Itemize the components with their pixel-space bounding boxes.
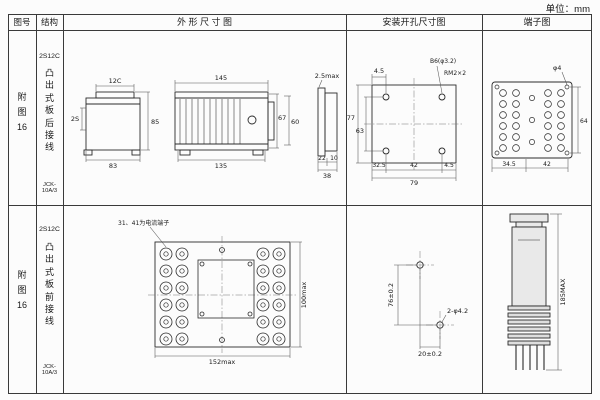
dim-r2-height: 100max — [300, 282, 308, 309]
header-terminal: 端子图 — [523, 17, 551, 27]
dim-profile-total: 38 — [323, 172, 331, 180]
dim-mount-h-outer: 77 — [347, 114, 355, 122]
dim-terminal-w2: 42 — [543, 161, 551, 168]
r1-model: 2S12C — [39, 53, 60, 60]
unit-note: 单位：mm — [545, 4, 590, 15]
r2-terminal-screws — [159, 247, 286, 346]
dim-mount-w3: 4.5 — [444, 162, 454, 169]
r2-terminal-side-view: 185MAX — [507, 213, 567, 371]
dim-terminal-height: 64 — [580, 118, 588, 125]
dim-r2-terminal-height: 185MAX — [559, 278, 567, 305]
header-outline: 外 形 尺 寸 图 — [176, 17, 232, 27]
dim-mount-w2: 42 — [410, 162, 418, 169]
note-current-terminals: 31、41为电流端子 — [118, 219, 169, 227]
r2-outline-view: 31、41为电流端子 152max 100max — [118, 219, 308, 366]
r1-terminal-diagram: φ4 64 34.5 42 — [491, 64, 588, 172]
label-r2-hole-spec: 2-φ4.2 — [447, 307, 468, 315]
r1-type-code: JCK-10A/3 — [41, 182, 58, 194]
dim-side-top-code: 12C — [109, 77, 122, 85]
r1-mounting-plan: 4.5 B6(φ3.2) RM2×2 77 63 32.5 42 4.5 79 — [347, 58, 466, 187]
label-hole-spec: B6(φ3.2) — [430, 58, 456, 65]
header-fig-no: 图号 — [13, 17, 31, 27]
dim-side-height: 85 — [151, 118, 159, 126]
r2-model: 2S12C — [39, 226, 60, 233]
dim-mount-h-inner: 63 — [356, 127, 364, 135]
r2-fig-label: 附 图 16 — [16, 270, 27, 310]
dim-r2-mount-v: 76±0.2 — [387, 283, 395, 307]
r2-structure-label: 凸 出 式 板 前 接 线 — [44, 242, 54, 327]
dim-r2-width: 152max — [209, 358, 236, 366]
dim-front-h-outer: 67 — [278, 114, 286, 122]
r1-outline-profile-view: 2.5max 22 10 38 — [315, 72, 340, 180]
table-grid — [8, 14, 592, 394]
r2-type-code: JCK-10A/3 — [41, 364, 58, 376]
dim-side-width: 83 — [109, 162, 117, 170]
r1-structure-label: 凸 出 式 板 后 接 线 — [44, 68, 54, 153]
dim-front-width: 145 — [215, 74, 227, 82]
dim-front-inner-width: 135 — [215, 162, 227, 170]
r1-outline-side-view: 12C 2S 83 85 — [71, 77, 159, 170]
label-thread-spec: RM2×2 — [444, 70, 466, 77]
dim-terminal-w1: 34.5 — [502, 161, 516, 168]
r2-mounting-plan: 76±0.2 2-φ4.2 20±0.2 — [387, 251, 468, 358]
terminal-screw-grid — [499, 89, 565, 152]
dim-profile-d2: 10 — [330, 155, 338, 162]
dim-panel-thickness: 2.5max — [315, 72, 340, 80]
dim-terminal-hole: φ4 — [553, 64, 561, 72]
r1-outline-front-view: 145 67 60 135 — [174, 74, 299, 170]
dim-profile-d1: 22 — [318, 155, 326, 162]
dim-mount-offset-top: 4.5 — [374, 67, 384, 75]
header-mounting: 安装开孔尺寸图 — [382, 17, 446, 27]
dim-mount-w-total: 79 — [410, 179, 418, 187]
header-structure: 结构 — [40, 17, 58, 27]
dim-r2-mount-h: 20±0.2 — [418, 350, 442, 358]
r1-fig-label: 附 图 16 — [16, 92, 27, 132]
dim-front-h-inner: 60 — [291, 118, 299, 126]
dim-mount-w1: 32.5 — [372, 162, 386, 169]
dim-side-left-code: 2S — [71, 115, 79, 123]
